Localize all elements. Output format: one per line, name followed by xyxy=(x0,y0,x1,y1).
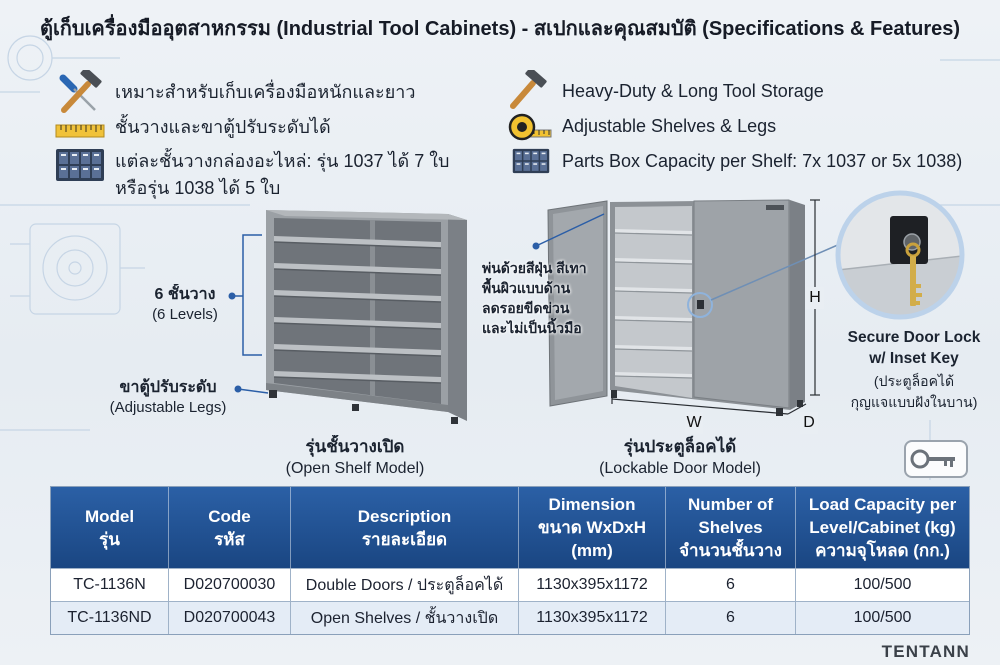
header-shelves: Number of Shelves จำนวนชั้นวาง xyxy=(666,487,796,568)
levels-label-en: (6 Levels) xyxy=(152,306,218,323)
feature-adjustable-th: ชั้นวางและขาตู้ปรับระดับได้ xyxy=(115,117,331,137)
cabinet-leg xyxy=(797,400,803,407)
cabinet-side-panel xyxy=(448,214,467,421)
cabinet-center-divider xyxy=(370,220,375,396)
finish-callout-dot xyxy=(532,242,540,250)
cabinet-leg xyxy=(269,390,277,398)
finish-note-line1: พ่นด้วยสีฝุ่น สีเทา xyxy=(482,260,587,276)
cell-shelves: 6 xyxy=(666,602,796,634)
depth-dimension-line xyxy=(787,403,807,415)
cabinet-side-panel xyxy=(790,200,805,410)
height-dimension-label: H xyxy=(806,287,824,309)
levels-label-th: 6 ชั้นวาง xyxy=(154,286,216,303)
closed-right-door xyxy=(693,199,790,409)
finish-note-line4: และไม่เป็นนิ้วมือ xyxy=(482,320,582,336)
feature-heavy-duty-th: เหมาะสำหรับเก็บเครื่องมือหนักและยาว xyxy=(115,82,416,102)
shelf xyxy=(274,263,441,275)
key-icon xyxy=(910,449,955,469)
tape-measure-icon xyxy=(508,113,552,141)
ruler-icon xyxy=(55,124,105,138)
table-header-row: Model รุ่น Code รหัส Description รายละเอ… xyxy=(51,487,969,568)
cell-dimension: 1130x395x1172 xyxy=(519,569,666,601)
hammer-screwdriver-icon xyxy=(59,70,102,113)
door-model-name-th: รุ่นประตูล็อคได้ xyxy=(623,437,737,456)
shelf xyxy=(274,290,441,302)
cabinet-leg xyxy=(451,417,458,424)
page-title: ตู้เก็บเครื่องมืออุตสาหกรรม (Industrial … xyxy=(39,18,961,40)
open-model-name-en: (Open Shelf Model) xyxy=(285,460,425,477)
cell-model: TC-1136N xyxy=(51,569,169,601)
cabinet-top-edge xyxy=(266,210,467,220)
cell-load-capacity: 100/500 xyxy=(853,609,912,626)
cell-description: Double Doors / ประตูล็อคได้ xyxy=(291,569,519,601)
key-badge xyxy=(904,440,968,478)
cell-dimension: 1130x395x1172 xyxy=(519,602,666,634)
lock-label-th-line1: (ประตูล็อคได้ xyxy=(873,373,955,389)
parts-box-icon xyxy=(512,148,550,174)
feature-parts-box-en: Parts Box Capacity per Shelf: 7x 1037 or… xyxy=(562,151,963,171)
finish-note-line3: ลดรอยขีดข่วน xyxy=(482,300,570,316)
lock-label-en-line2: w/ Inset Key xyxy=(869,350,959,367)
feature-adjustable-en: Adjustable Shelves & Legs xyxy=(562,116,777,136)
open-left-door-inner xyxy=(553,206,603,400)
feature-parts-box-th-line2: หรือรุ่น 1038 ได้ 5 ใบ xyxy=(115,178,281,198)
header-description: Description รายละเอียด xyxy=(291,487,519,568)
shelf xyxy=(274,344,441,356)
door-model-name-en: (Lockable Door Model) xyxy=(599,460,761,477)
finish-note-line2: พื้นผิวแบบด้าน xyxy=(482,280,571,296)
levels-bracket xyxy=(242,234,262,356)
door-label-plate xyxy=(766,205,784,210)
cabinet-leg xyxy=(611,390,617,398)
lock-zoom-circle xyxy=(835,190,965,320)
feature-parts-box-th-line1: แต่ละชั้นวางกล่องอะไหล่: รุ่น 1037 ได้ 7… xyxy=(115,151,450,171)
open-model-name-th: รุ่นชั้นวางเปิด xyxy=(305,437,405,456)
open-shelf-callouts xyxy=(232,234,269,394)
door-lock xyxy=(697,300,704,309)
header-load-capacity: Load Capacity per Level/Cabinet (kg) ควา… xyxy=(808,495,957,560)
cell-description: Open Shelves / ชั้นวางเปิด xyxy=(291,602,519,634)
brand-logo-text: TENTANN xyxy=(881,642,970,661)
spec-table: Model รุ่น Code รหัส Description รายละเอ… xyxy=(50,486,970,635)
legs-label-th: ขาตู้ปรับระดับ xyxy=(119,379,217,396)
cell-code: D020700043 xyxy=(169,602,291,634)
levels-callout-dot xyxy=(228,292,236,300)
shelf xyxy=(274,317,441,329)
cell-shelves: 6 xyxy=(666,569,796,601)
cell-model: TC-1136ND xyxy=(51,602,169,634)
lockable-door-cabinet-illustration xyxy=(547,199,805,416)
table-row: TC-1136N D020700030 Double Doors / ประตู… xyxy=(51,568,969,601)
shelf xyxy=(274,236,441,248)
legs-callout-dot xyxy=(234,385,242,393)
legs-label-en: (Adjustable Legs) xyxy=(109,399,227,416)
cabinet-shelves xyxy=(273,236,442,384)
depth-dimension-label: D xyxy=(800,412,818,434)
lock-callout-ring xyxy=(687,292,713,318)
feature-heavy-duty-en: Heavy-Duty & Long Tool Storage xyxy=(562,81,824,101)
hammer-icon xyxy=(510,70,547,109)
cabinet-base xyxy=(266,383,448,412)
open-shelf-cabinet-illustration xyxy=(266,210,467,424)
parts-box-icon xyxy=(56,149,104,181)
header-dimension: Dimension ขนาด WxDxH (mm) xyxy=(519,487,666,568)
lock-label-en-line1: Secure Door Lock xyxy=(847,329,981,346)
lock-label-th-line2: กุญแจแบบฝังในบาน) xyxy=(850,394,978,410)
width-dimension-line xyxy=(611,398,789,415)
cabinet-shelves xyxy=(614,229,693,379)
header-code: Code รหัส xyxy=(169,487,291,568)
width-dimension-label: W xyxy=(685,412,703,434)
cabinet-leg xyxy=(776,408,783,416)
key-icon xyxy=(905,242,922,306)
table-row: TC-1136ND D020700043 Open Shelves / ชั้น… xyxy=(51,601,969,634)
shelf xyxy=(274,371,441,383)
header-model: Model รุ่น xyxy=(51,487,169,568)
cell-load-capacity: 100/500 xyxy=(853,576,912,593)
cabinet-leg xyxy=(352,404,359,411)
cell-code: D020700030 xyxy=(169,569,291,601)
